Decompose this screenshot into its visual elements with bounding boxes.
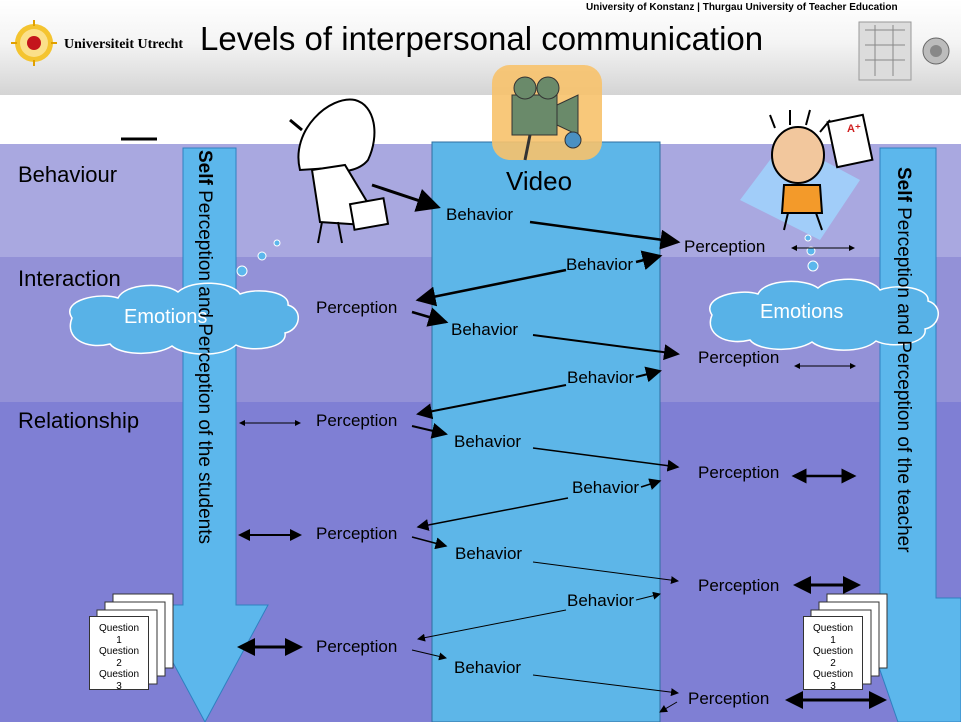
question-label: Question <box>812 646 854 657</box>
perception-label: Perception <box>684 237 766 256</box>
question-number: 1 <box>830 634 836 646</box>
svg-text:A⁺: A⁺ <box>847 123 861 135</box>
teacher-figure-icon <box>289 98 390 244</box>
question-label: Question <box>98 623 140 634</box>
perception-label: Perception <box>698 348 780 367</box>
behavior-label: Behavior <box>567 591 635 610</box>
video-camera-icon <box>492 65 602 161</box>
header-bar <box>0 0 961 95</box>
thought-bubbles-right <box>804 234 819 272</box>
level-label-behaviour: Behaviour <box>18 162 118 187</box>
question-number: 3 <box>116 680 122 692</box>
question-number: 3 <box>830 680 836 692</box>
perception-label: Perception <box>698 576 780 595</box>
university-logo-icon <box>11 20 57 66</box>
behavior-label: Behavior <box>451 320 519 339</box>
perception-label: Perception <box>316 637 398 656</box>
perception-label: Perception <box>316 411 398 430</box>
emotions-label-right: Emotions <box>760 301 844 323</box>
emotions-cloud-left <box>69 282 299 355</box>
emblem-icon <box>922 37 950 65</box>
institution-name: Universiteit Utrecht <box>64 37 184 52</box>
students-perception-arrow <box>141 147 269 722</box>
question-number: 1 <box>116 634 122 646</box>
behavior-label: Behavior <box>454 432 522 451</box>
self-label-right: Self <box>893 167 914 202</box>
thought-bubbles-left <box>236 239 281 277</box>
right-double-arrows <box>785 245 887 709</box>
campus-thumbnail-icon <box>858 21 912 81</box>
self-label-left: Self <box>194 150 215 185</box>
teacher-to-video-arrow <box>371 183 441 212</box>
question-label: Question <box>812 669 854 680</box>
emotions-cloud-right <box>709 278 939 351</box>
emotions-label-left: Emotions <box>124 306 208 328</box>
perception-label: Perception <box>316 298 398 317</box>
behavior-label: Behavior <box>566 255 634 274</box>
students-perception-label: Self Perception and Perception of the st… <box>193 150 215 544</box>
students-perception-text: Perception and Perception of the student… <box>194 184 215 544</box>
questionnaire-left: Question 1 Question 2 Question 3 <box>89 616 149 692</box>
behavior-label: Behavior <box>572 478 640 497</box>
question-number: 2 <box>116 657 122 669</box>
level-label-interaction: Interaction <box>18 266 121 291</box>
behavior-label: Behavior <box>455 544 523 563</box>
slide-title: Levels of interpersonal communication <box>200 20 764 57</box>
level-label-relationship: Relationship <box>18 408 140 433</box>
perception-label: Perception <box>316 524 398 543</box>
teacher-perception-label: Self Perception and Perception of the te… <box>892 167 914 553</box>
question-label: Question <box>98 669 140 680</box>
perception-label: Perception <box>698 463 780 482</box>
behavior-label: Behavior <box>446 205 514 224</box>
question-label: Question <box>812 623 854 634</box>
video-label: Video <box>506 166 573 196</box>
questionnaire-right: Question 1 Question 2 Question 3 <box>803 616 863 692</box>
behavior-label: Behavior <box>567 368 635 387</box>
teacher-perception-text: Perception and Perception of the teacher <box>893 201 914 553</box>
exchange-arrows <box>411 220 681 713</box>
perception-label: Perception <box>688 689 770 708</box>
student-figure-icon: A⁺ <box>740 109 874 240</box>
behavior-label: Behavior <box>454 658 522 677</box>
left-double-arrows <box>237 420 303 656</box>
question-number: 2 <box>830 657 836 669</box>
question-label: Question <box>98 646 140 657</box>
affiliation-text: University of Konstanz | Thurgau Univers… <box>586 2 898 13</box>
